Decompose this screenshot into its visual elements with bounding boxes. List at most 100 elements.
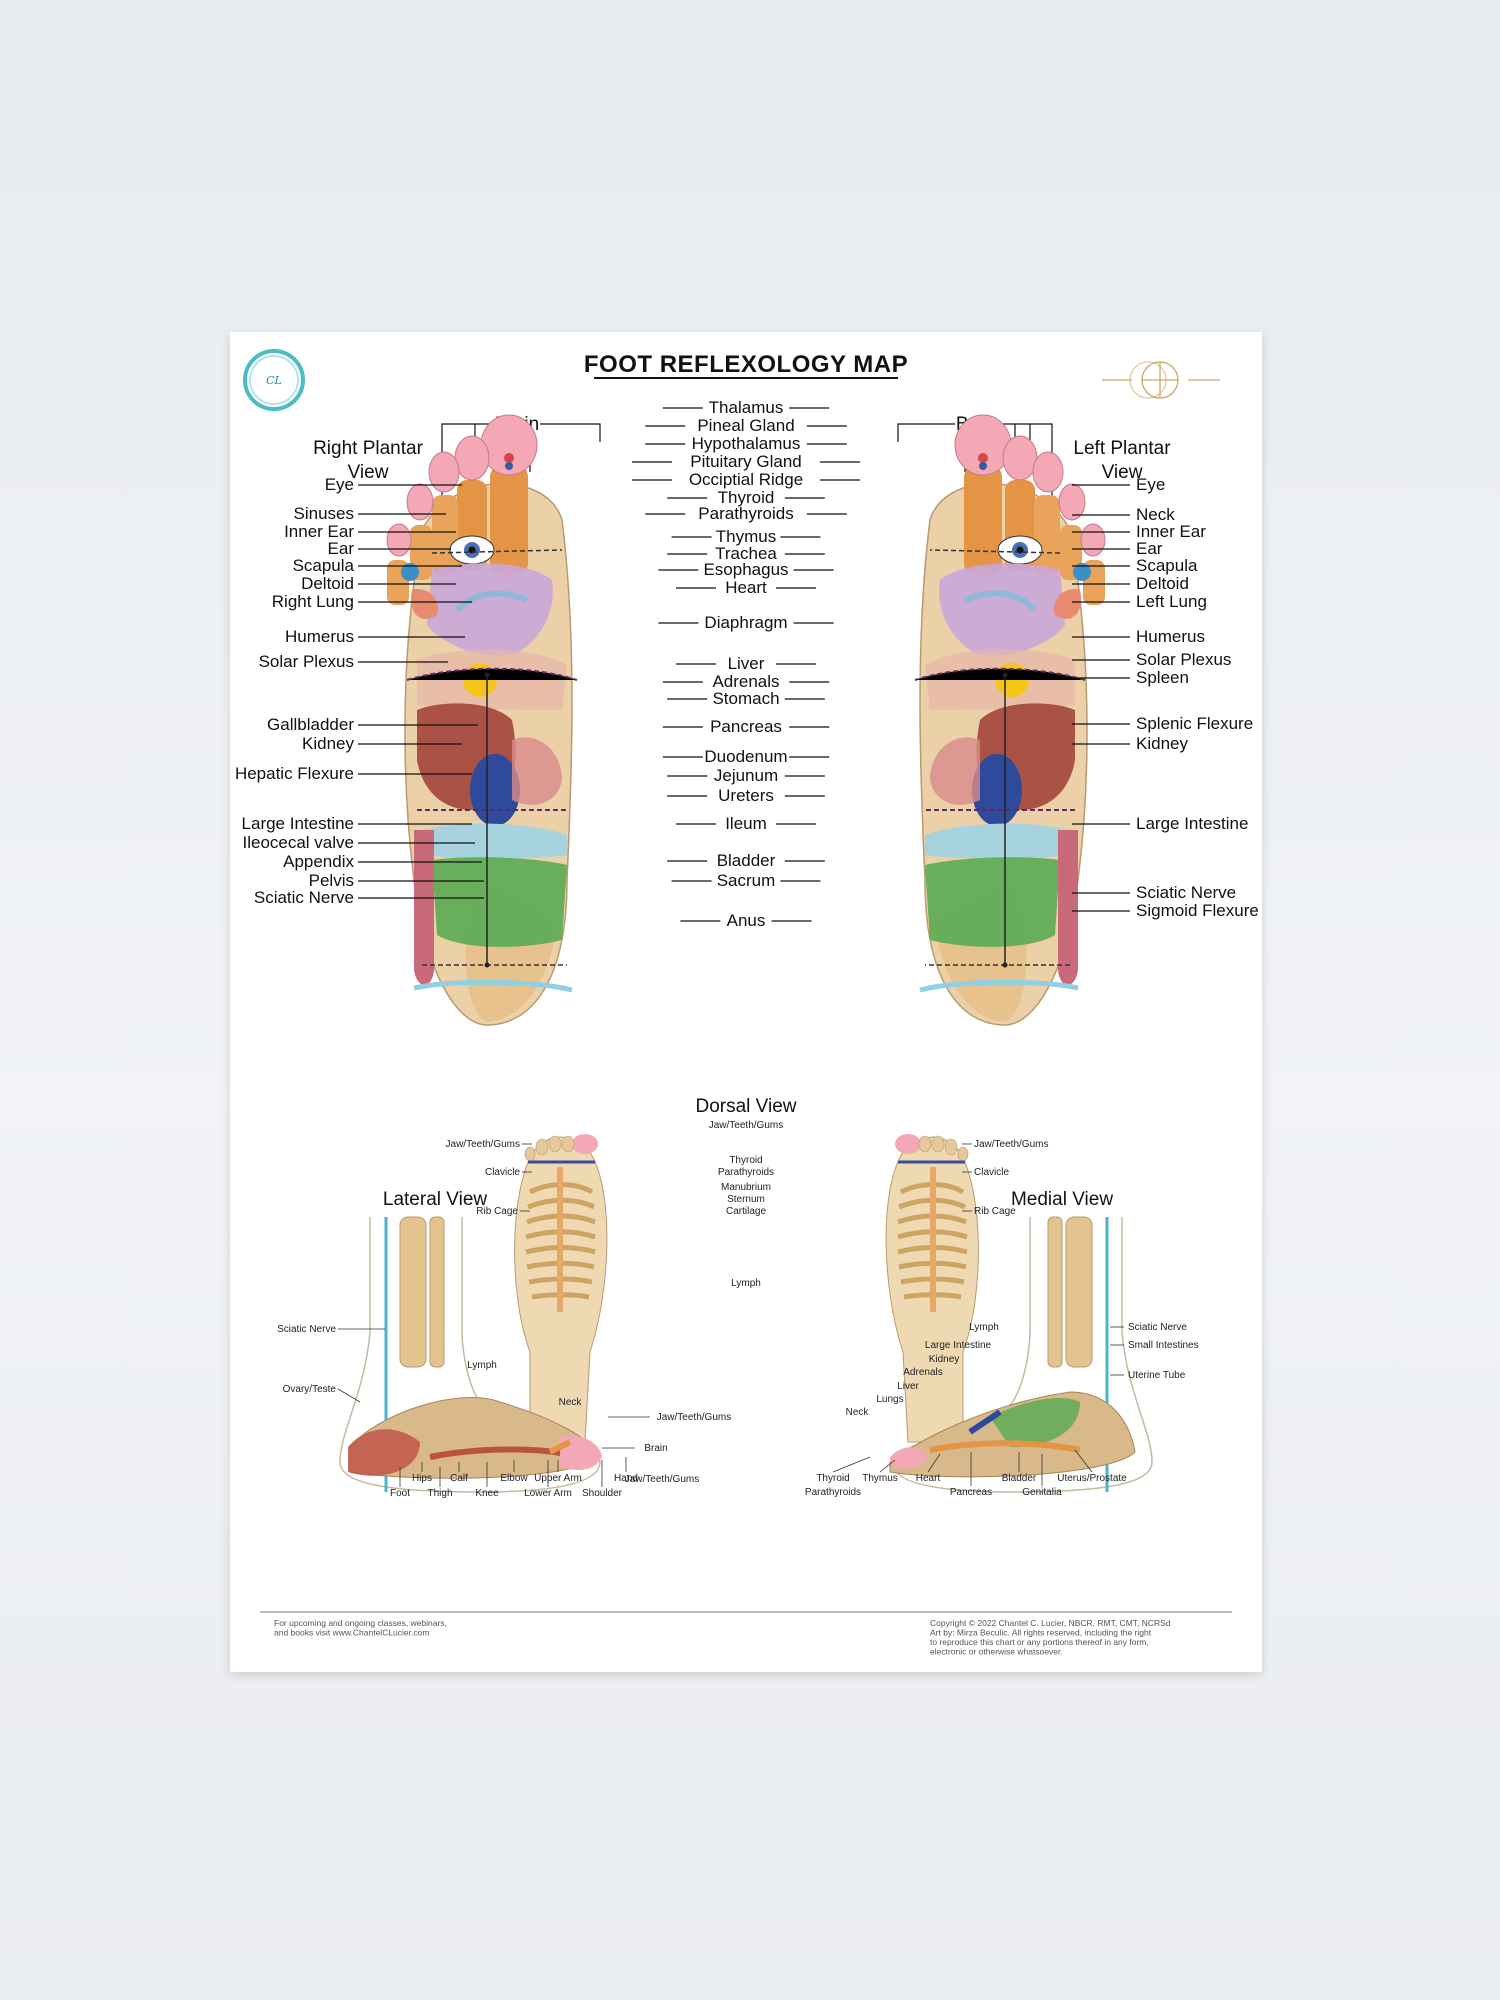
- left-label-ear: Ear: [1136, 539, 1163, 558]
- center-label-hypothalamus: Hypothalamus: [692, 434, 801, 453]
- right-label-deltoid: Deltoid: [301, 574, 354, 593]
- brand-logo: CL: [243, 349, 305, 411]
- center-label-diaphragm: Diaphragm: [704, 613, 787, 632]
- medial-label-lungs: Lungs: [876, 1394, 903, 1405]
- lateral-label-lower-arm: Lower Arm: [524, 1488, 572, 1499]
- right-label-sinuses: Sinuses: [294, 504, 354, 523]
- center-label-pituitary-gland: Pituitary Gland: [690, 452, 802, 471]
- center-label-trachea: Trachea: [715, 544, 777, 563]
- lateral-label-brain: Brain: [644, 1443, 667, 1454]
- dorsal-center-sternum: Sternum: [727, 1194, 765, 1205]
- left-label-spleen: Spleen: [1136, 668, 1189, 687]
- right-label-hepatic-flexure: Hepatic Flexure: [235, 764, 354, 783]
- right-plantar-foot: [387, 415, 577, 1025]
- center-label-thymus: Thymus: [716, 527, 776, 546]
- dorsal-center-parathyroids: Parathyroids: [718, 1167, 774, 1178]
- dorsal-right-jaw-teeth-gums: Jaw/Teeth/Gums: [974, 1139, 1048, 1150]
- lateral-label-sciatic-nerve: Sciatic Nerve: [277, 1324, 336, 1335]
- left-plantar-view-heading: Left Plantar: [1073, 438, 1171, 459]
- right-label-ear: Ear: [328, 539, 355, 558]
- left-plantar-view-heading-2: View: [1102, 462, 1143, 483]
- left-label-humerus: Humerus: [1136, 627, 1205, 646]
- center-label-thalamus: Thalamus: [709, 398, 784, 417]
- medial-label-adrenals: Adrenals: [903, 1367, 942, 1378]
- center-label-duodenum: Duodenum: [704, 747, 787, 766]
- left-label-large-intestine: Large Intestine: [1136, 814, 1248, 833]
- medial-label-sciatic-nerve: Sciatic Nerve: [1128, 1322, 1187, 1333]
- medial-label-parathyroids: Parathyroids: [805, 1487, 861, 1498]
- dorsal-left-jaw-teeth-gums: Jaw/Teeth/Gums: [446, 1139, 520, 1150]
- right-label-solar-plexus: Solar Plexus: [259, 652, 354, 671]
- right-label-pelvis: Pelvis: [309, 871, 354, 890]
- reflexology-poster: CL FOOT REFLEXOLOGY MAP Right Plantar Vi…: [230, 332, 1262, 1672]
- right-plantar-line1: Right Plantar: [313, 438, 424, 459]
- center-label-pancreas: Pancreas: [710, 717, 782, 736]
- center-label-liver: Liver: [728, 654, 765, 673]
- dorsal-feet: [514, 1134, 979, 1443]
- center-label-sacrum: Sacrum: [717, 871, 776, 890]
- right-plantar-view-heading-2: View: [348, 462, 389, 483]
- medial-label-pancreas: Pancreas: [950, 1487, 992, 1498]
- lateral-label-jaw-teeth-gums: Jaw/Teeth/Gums: [657, 1412, 731, 1423]
- center-label-pineal-gland: Pineal Gland: [697, 416, 794, 435]
- left-label-left-lung: Left Lung: [1136, 592, 1207, 611]
- right-label-scapula: Scapula: [293, 556, 355, 575]
- medial-label-thymus: Thymus: [862, 1473, 898, 1484]
- lateral-label-ovary-teste: Ovary/Teste: [283, 1384, 337, 1395]
- lateral-label-upper-arm: Upper Arm: [534, 1473, 582, 1484]
- dorsal-right-rib-cage: Rib Cage: [974, 1206, 1016, 1217]
- right-label-large-intestine: Large Intestine: [242, 814, 354, 833]
- lateral-label-knee: Knee: [475, 1488, 499, 1499]
- right-label-appendix: Appendix: [283, 852, 354, 871]
- poster-title: FOOT REFLEXOLOGY MAP: [584, 351, 908, 378]
- left-plantar-foot: [915, 415, 1105, 1025]
- medial-label-small-intestines: Small Intestines: [1128, 1340, 1199, 1351]
- medial-foot: [889, 1216, 1153, 1493]
- footer-classes-note: For upcoming and ongoing classes, webina…: [274, 1618, 447, 1638]
- right-label-gallbladder: Gallbladder: [267, 715, 354, 734]
- lateral-label-thigh: Thigh: [427, 1488, 452, 1499]
- left-label-deltoid: Deltoid: [1136, 574, 1189, 593]
- dorsal-left-rib-cage: Rib Cage: [476, 1206, 518, 1217]
- center-label-parathyroids: Parathyroids: [698, 504, 793, 523]
- left-label-sciatic-nerve: Sciatic Nerve: [1136, 883, 1236, 902]
- right-label-sciatic-nerve: Sciatic Nerve: [254, 888, 354, 907]
- dorsal-center-jaw-teeth-gums: Jaw/Teeth/Gums: [709, 1120, 783, 1131]
- center-label-jejunum: Jejunum: [714, 766, 778, 785]
- medial-label-thyroid: Thyroid: [816, 1473, 849, 1484]
- lateral-label-shoulder: Shoulder: [582, 1488, 623, 1499]
- dorsal-center-cartilage: Cartilage: [726, 1206, 766, 1217]
- medial-label-genitalia: Genitalia: [1022, 1487, 1062, 1498]
- left-label-neck: Neck: [1136, 505, 1175, 524]
- right-label-eye: Eye: [325, 475, 354, 494]
- medial-label-large-intestine: Large Intestine: [925, 1340, 992, 1351]
- center-label-stomach: Stomach: [712, 689, 779, 708]
- left-label-scapula: Scapula: [1136, 556, 1198, 575]
- right-label-kidney: Kidney: [302, 734, 354, 753]
- medial-label-bladder: Bladder: [1002, 1473, 1037, 1484]
- right-label-ileocecal-valve: Ileocecal valve: [242, 833, 354, 852]
- left-label-splenic-flexure: Splenic Flexure: [1136, 714, 1253, 733]
- lateral-label-jaw-teeth-gums-lower: Jaw/Teeth/Gums: [625, 1474, 699, 1485]
- left-label-inner-ear: Inner Ear: [1136, 522, 1206, 541]
- dorsal-right-clavicle: Clavicle: [974, 1167, 1009, 1178]
- medial-label-heart: Heart: [916, 1473, 941, 1484]
- center-label-occiptial-ridge: Occiptial Ridge: [689, 470, 803, 489]
- medial-label-uterine-tube: Uterine Tube: [1128, 1370, 1186, 1381]
- center-label-bladder: Bladder: [717, 851, 776, 870]
- medial-label-uterus-prostate: Uterus/Prostate: [1057, 1473, 1127, 1484]
- dorsal-center-thyroid: Thyroid: [729, 1155, 762, 1166]
- lateral-label-foot: Foot: [390, 1488, 410, 1499]
- dorsal-view-heading: Dorsal View: [695, 1096, 796, 1117]
- lateral-label-neck: Neck: [559, 1397, 583, 1408]
- center-label-thyroid: Thyroid: [718, 488, 775, 507]
- lateral-label-hips: Hips: [412, 1473, 432, 1484]
- medial-label-liver: Liver: [897, 1381, 919, 1392]
- dorsal-center-manubrium: Manubrium: [721, 1182, 771, 1193]
- center-label-esophagus: Esophagus: [703, 560, 788, 579]
- medial-label-kidney: Kidney: [929, 1354, 960, 1365]
